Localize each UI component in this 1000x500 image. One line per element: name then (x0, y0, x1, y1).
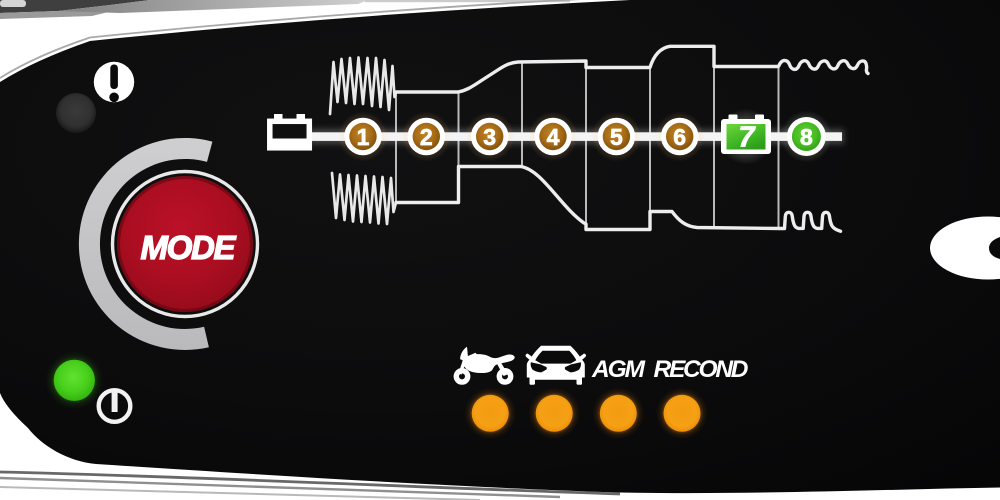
svg-text:5: 5 (610, 124, 623, 150)
svg-text:AGM: AGM (591, 356, 646, 383)
svg-text:1: 1 (357, 124, 370, 150)
svg-text:8: 8 (800, 124, 813, 150)
svg-text:MODE: MODE (141, 229, 237, 266)
svg-text:3: 3 (483, 124, 496, 150)
svg-text:6: 6 (673, 124, 686, 150)
svg-text:4: 4 (547, 124, 560, 150)
svg-text:2: 2 (420, 124, 433, 150)
svg-text:RECOND: RECOND (654, 356, 749, 383)
svg-text:7: 7 (738, 122, 756, 154)
